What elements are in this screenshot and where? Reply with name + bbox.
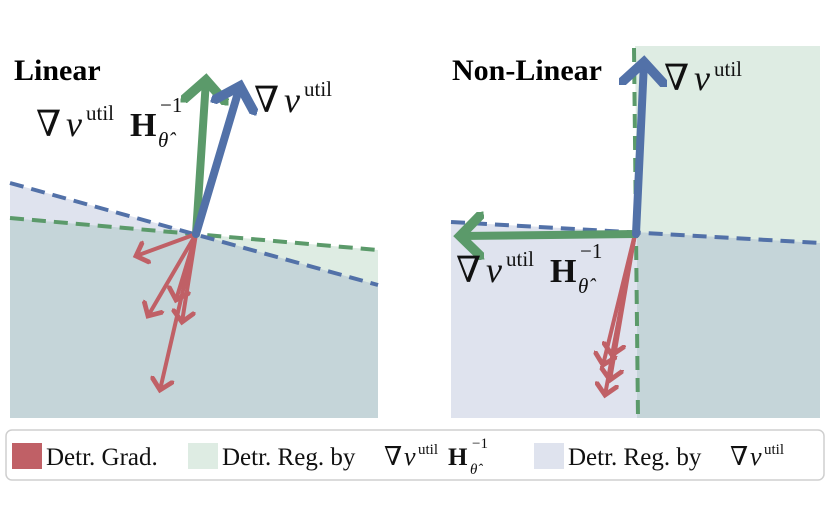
nonlinear-green-region xyxy=(635,46,820,243)
svg-text:v: v xyxy=(404,442,416,471)
linear-blue-boundary xyxy=(9,181,379,287)
svg-text:θ̂: θ̂ xyxy=(158,128,176,152)
linear-title: Linear xyxy=(14,54,101,87)
svg-text:H: H xyxy=(550,253,576,290)
legend-math-grad: ∇ v util xyxy=(730,442,784,471)
svg-text:util: util xyxy=(506,247,534,271)
nonlinear-label-grad: ∇ v util xyxy=(664,57,742,98)
nonlinear-overlap-region xyxy=(637,232,820,418)
svg-text:∇: ∇ xyxy=(456,250,481,290)
legend-label-reg-h: Detr. Reg. by xyxy=(222,444,356,471)
svg-text:util: util xyxy=(764,442,784,458)
linear-label-grad: ∇ v util xyxy=(254,77,332,120)
svg-text:util: util xyxy=(304,77,332,101)
svg-text:util: util xyxy=(86,101,114,125)
svg-text:∇: ∇ xyxy=(730,442,748,471)
svg-text:v: v xyxy=(66,104,82,144)
svg-text:util: util xyxy=(418,442,438,458)
nonlinear-panel: Non-Linear ∇ v util ∇ v util H θ̂ −1 xyxy=(450,46,821,419)
svg-text:−1: −1 xyxy=(580,239,602,263)
svg-text:−1: −1 xyxy=(160,93,182,117)
svg-text:util: util xyxy=(714,57,742,81)
svg-text:H: H xyxy=(448,444,468,471)
linear-green-arrow xyxy=(196,80,206,238)
linear-red-arrows xyxy=(136,232,198,390)
legend: Detr. Grad. Detr. Reg. by ∇ v util H θ̂ … xyxy=(5,429,825,481)
svg-text:∇: ∇ xyxy=(36,104,61,144)
nonlinear-blue-arrow xyxy=(636,62,644,238)
nonlinear-red-arrows xyxy=(603,232,637,395)
svg-text:v: v xyxy=(486,250,502,290)
svg-text:v: v xyxy=(694,58,710,98)
legend-swatch-reg-h xyxy=(188,443,218,469)
legend-label-grad: Detr. Grad. xyxy=(46,444,158,471)
nonlinear-blue-region xyxy=(451,222,637,418)
svg-text:H: H xyxy=(130,107,156,144)
linear-label-hinv: ∇ v util H θ̂ −1 xyxy=(36,93,182,152)
legend-swatch-grad xyxy=(12,443,42,469)
svg-text:−1: −1 xyxy=(472,436,488,452)
svg-text:∇: ∇ xyxy=(664,58,689,98)
legend-math-hinv: ∇ v util H θ̂ −1 xyxy=(384,436,488,478)
linear-panel: Linear ∇ v util H θ̂ −1 ∇ v util xyxy=(9,54,379,418)
svg-text:∇: ∇ xyxy=(384,442,402,471)
nonlinear-title: Non-Linear xyxy=(452,54,602,87)
legend-swatch-reg-v xyxy=(534,443,564,469)
legend-label-reg-v: Detr. Reg. by xyxy=(568,444,702,471)
nonlinear-green-arrow xyxy=(460,234,640,236)
svg-text:v: v xyxy=(750,442,762,471)
svg-text:∇: ∇ xyxy=(254,80,279,120)
svg-text:v: v xyxy=(284,80,300,120)
linear-blue-arrow xyxy=(192,86,240,238)
